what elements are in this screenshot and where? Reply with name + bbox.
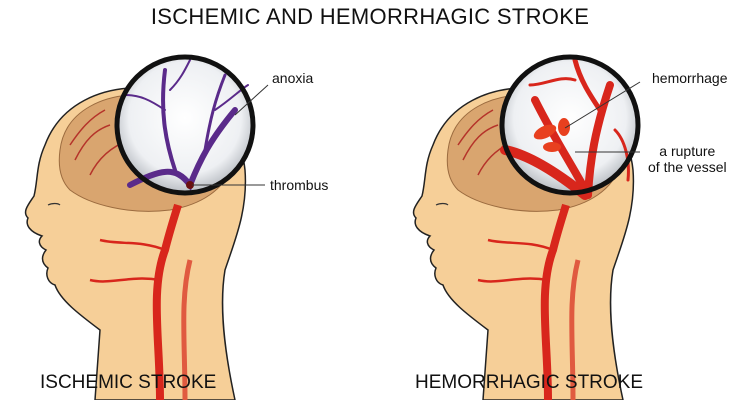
label-thrombus: thrombus: [270, 177, 329, 193]
label-rupture: a rupture of the vessel: [648, 143, 727, 175]
label-anoxia: anoxia: [272, 70, 314, 86]
hemorrhagic-magnifier: [499, 54, 641, 200]
hemorrhage-blood-drops: [533, 118, 570, 152]
ischemic-magnifier: [114, 54, 269, 196]
thrombus-clot: [186, 181, 194, 189]
label-rupture-line1: a rupture: [659, 143, 716, 159]
caption-hemorrhagic: HEMORRHAGIC STROKE: [415, 372, 644, 393]
label-hemorrhage: hemorrhage: [652, 70, 728, 86]
label-rupture-line2: of the vessel: [648, 159, 727, 175]
page-title: ISCHEMIC AND HEMORRHAGIC STROKE: [150, 4, 590, 29]
caption-ischemic: ISCHEMIC STROKE: [40, 372, 217, 393]
